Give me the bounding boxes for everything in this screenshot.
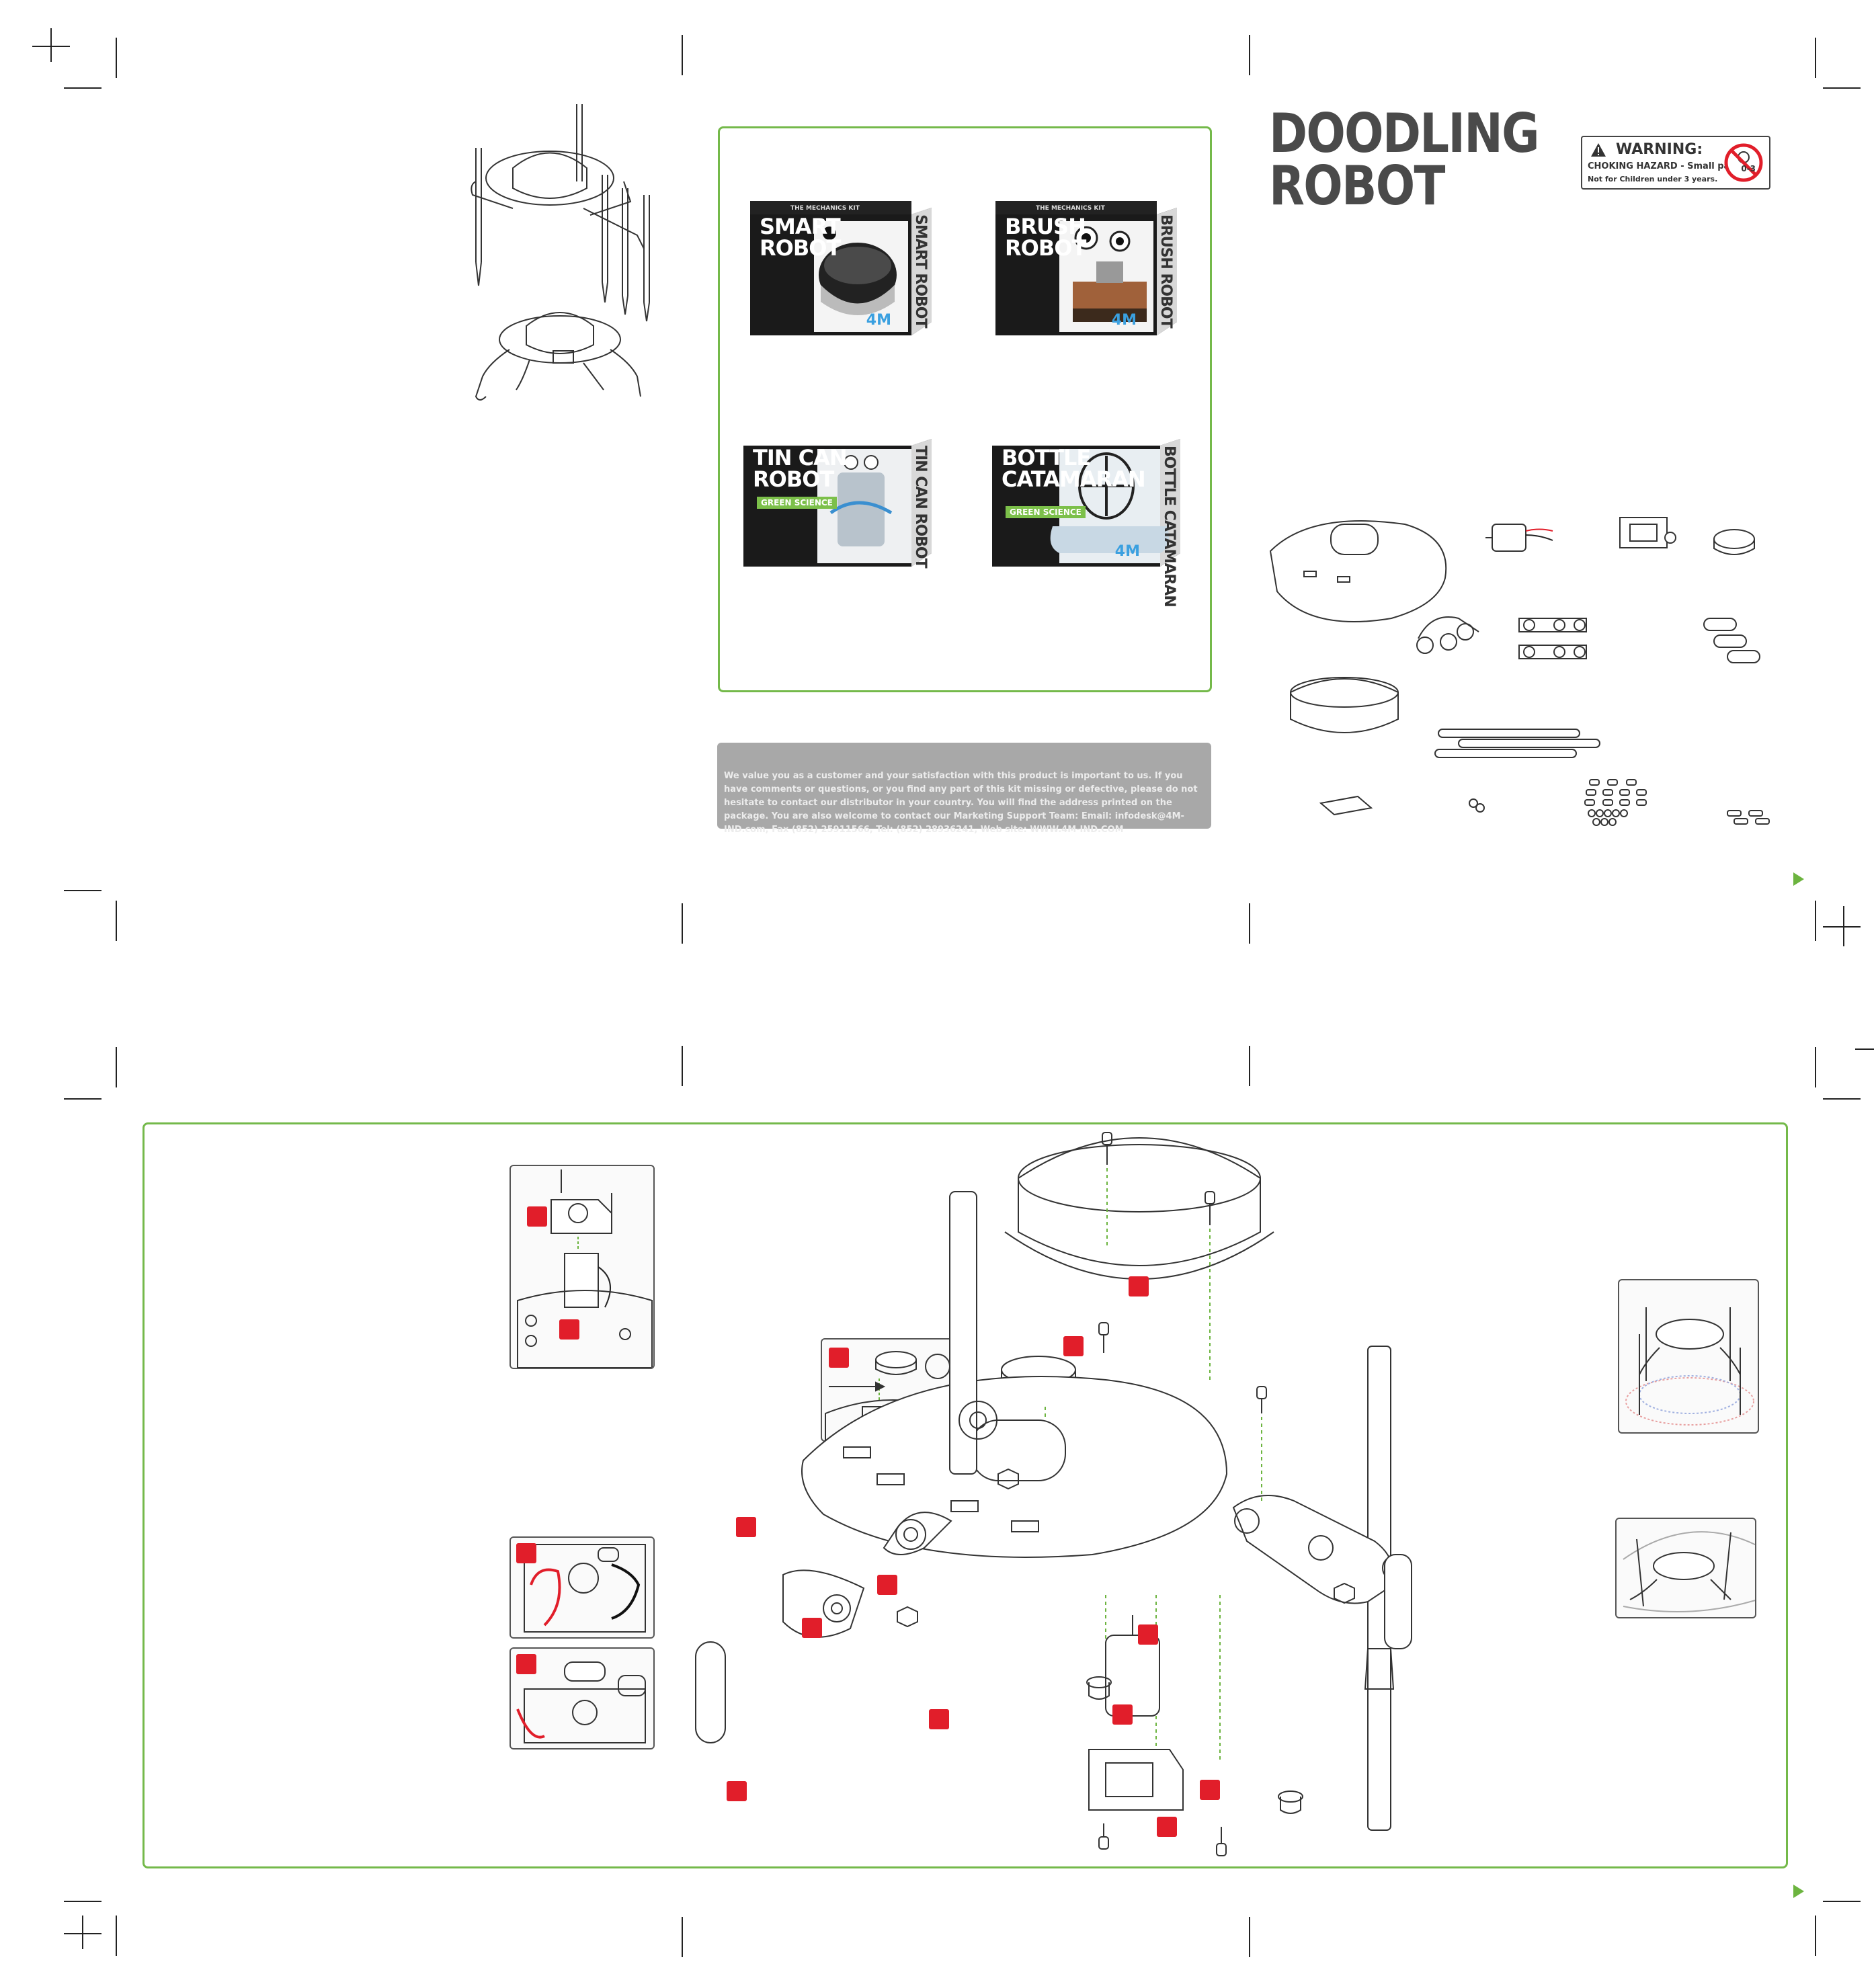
next-page-arrow-top [1793,872,1804,886]
battery-cover-part [1290,677,1399,733]
nut-parts [1727,810,1770,825]
warning-line-1: CHOKING HAZARD - Small parts. [1588,161,1747,171]
brand-logo: 4M [866,312,891,329]
wheel-parts [1469,798,1485,813]
product-side-title: BRUSH ROBOT [1157,214,1174,328]
warning-line-2: Not for Children under 3 years. [1588,175,1718,183]
step-marker [1129,1276,1149,1296]
page-title: DOODLING ROBOT [1269,102,1540,217]
robot-sketch-top [449,101,664,417]
inset-robot-rotation [1615,1518,1756,1618]
product-side-title: SMART ROBOT [912,214,929,328]
warning-heading: WARNING: [1616,141,1703,158]
brand-logo: 4M [1111,312,1137,329]
step-marker [829,1348,849,1368]
brand-logo: 4M [1114,543,1140,560]
weight-disc-part [1713,529,1755,555]
contact-text: We value you as a customer and your sati… [724,771,1198,835]
motor-part [1485,524,1553,552]
step-marker [736,1517,756,1537]
step-marker [802,1618,822,1638]
product-title: BOTTLE CATAMARAN [1002,445,1146,492]
pen-parts [1434,729,1600,758]
product-box-brush-robot[interactable]: THE MECHANICS KIT BRUSH ROBOT BRUSH ROBO… [995,201,1177,335]
step-marker [727,1781,747,1801]
foam-pad-part [1319,795,1373,816]
customer-contact-box: We value you as a customer and your sati… [717,743,1211,835]
step-marker [527,1206,547,1227]
step-marker [1157,1817,1177,1837]
product-box-bottle-catamaran[interactable]: BOTTLE CATAMARAN GREEN SCIENCE BOTTLE CA… [992,432,1180,607]
inset-drawing-robot [1618,1279,1759,1434]
next-page-arrow-bottom [1793,1885,1804,1898]
choking-warning-label: WARNING: CHOKING HAZARD - Small parts. N… [1581,136,1770,190]
product-series: THE MECHANICS KIT [790,205,860,212]
product-box-smart-robot[interactable]: THE MECHANICS KIT SMART ROBOT SMART ROBO… [750,201,932,335]
step-marker [1063,1336,1084,1356]
link-parts [1518,618,1587,659]
inset-wiring [509,1536,655,1639]
product-catalogue-panel: THE MECHANICS KIT SMART ROBOT SMART ROBO… [718,126,1212,692]
step-marker [516,1543,536,1563]
step-marker [877,1575,897,1595]
foot-parts [1703,618,1760,663]
product-side-title: TIN CAN ROBOT [912,446,929,568]
base-plate-part [1269,520,1447,622]
inset-motor-holder [509,1165,655,1369]
step-marker [1112,1704,1133,1725]
step-marker [559,1319,579,1340]
exploded-assembly-diagram [682,1124,1590,1870]
assembly-instructions-panel [142,1122,1788,1868]
product-series: THE MECHANICS KIT [1036,205,1105,212]
step-marker [516,1654,536,1674]
inset-battery [509,1647,655,1749]
screw-parts [1584,779,1647,826]
product-side-title: BOTTLE CATAMARAN [1161,446,1178,607]
product-title: TIN CAN ROBOT [753,445,848,492]
green-science-tag: GREEN SCIENCE [1006,506,1086,518]
warning-triangle-icon [1591,143,1606,157]
green-science-tag: GREEN SCIENCE [757,497,837,509]
product-title: SMART ROBOT [760,214,841,261]
product-box-tin-can-robot[interactable]: TIN CAN ROBOT GREEN SCIENCE TIN CAN ROBO… [743,432,932,568]
joint-parts [1416,616,1479,654]
motor-holder-part [1619,517,1676,548]
step-marker [1138,1624,1158,1645]
parts-list [1264,497,1801,833]
product-title: BRUSH ROBOT [1005,214,1086,261]
step-marker [1200,1780,1220,1800]
step-marker [929,1709,949,1729]
no-under-3-icon [1724,143,1763,182]
age-label: 0-3 [1741,164,1756,173]
